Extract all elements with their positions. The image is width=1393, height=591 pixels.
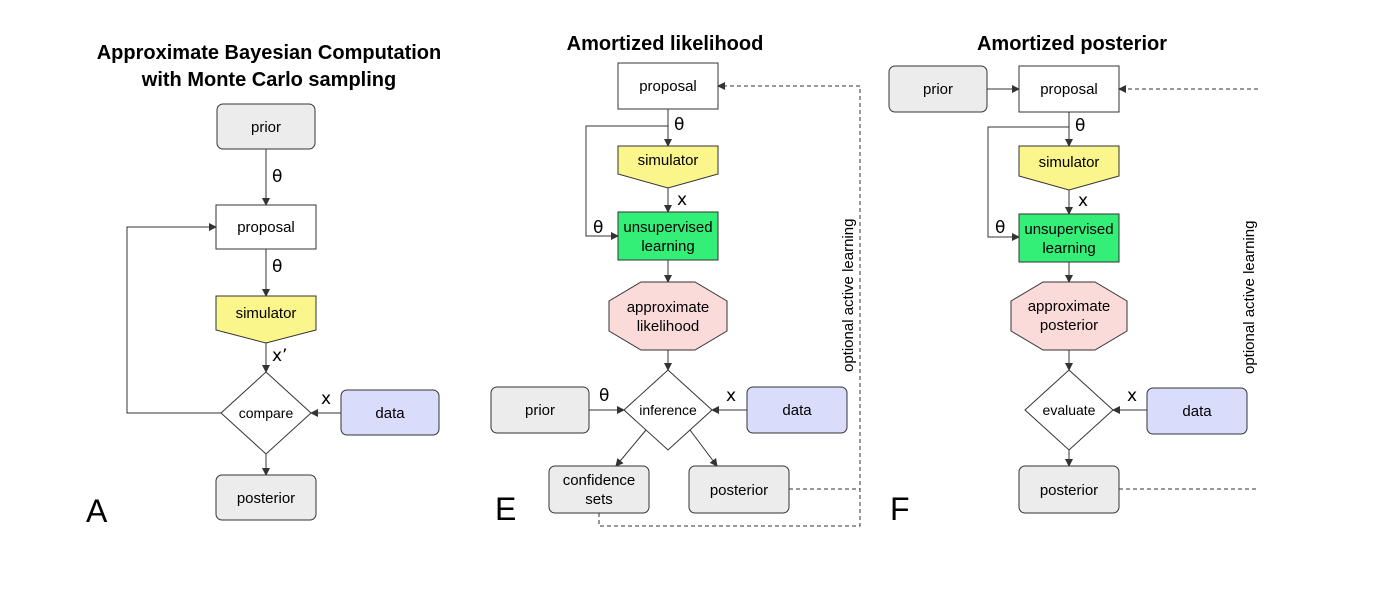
panel-e-letter: E xyxy=(495,491,516,527)
panel-f-simulator-shape xyxy=(1018,145,1120,191)
panel-e-approx-line1: approximate xyxy=(627,299,710,316)
panel-e-active-learning-label: optional active learning xyxy=(840,219,857,372)
panel-a-proposal-label: proposal xyxy=(237,219,295,236)
panel-e: Amortized likelihood proposal θ θ simula… xyxy=(490,33,861,527)
panel-e-title: Amortized likelihood xyxy=(567,33,764,55)
panel-e-confidence-line1: confidence xyxy=(563,472,636,489)
panel-f: Amortized posterior prior proposal θ θ s… xyxy=(888,33,1258,527)
panel-f-data-box xyxy=(1146,387,1248,435)
panel-f-learning-line2: learning xyxy=(1042,240,1095,257)
panel-f-data-label: data xyxy=(1182,403,1212,420)
panel-a-posterior-box xyxy=(215,474,317,521)
panel-a-proposal-box xyxy=(215,204,317,250)
panel-e-simulator-shape xyxy=(617,145,719,189)
panel-a-simulator-label: simulator xyxy=(236,305,297,322)
panel-f-simulator-label: simulator xyxy=(1039,154,1100,171)
panel-e-proposal-label: proposal xyxy=(639,78,697,95)
panel-e-simulator-label: simulator xyxy=(638,152,699,169)
panel-a-edge-xprime: x’ xyxy=(272,346,287,366)
panel-f-posterior-label: posterior xyxy=(1040,482,1098,499)
panel-f-prior-label: prior xyxy=(923,81,953,98)
panel-e-learning-line1: unsupervised xyxy=(623,219,712,236)
panel-e-edge-theta-loop-label: θ xyxy=(593,218,603,238)
panel-e-approx-octagon xyxy=(608,281,728,351)
panel-e-prior-label: prior xyxy=(525,402,555,419)
panel-a-compare-label: compare xyxy=(239,405,294,421)
panel-e-edge-theta-prior: θ xyxy=(599,386,609,406)
panel-a-edge-theta-2: θ xyxy=(272,257,282,277)
panel-a-simulator-shape xyxy=(215,295,317,344)
panel-e-edge-x-sim: x xyxy=(677,190,687,210)
panel-e-edge-x-data: x xyxy=(726,386,736,406)
panel-e-learning-line2: learning xyxy=(641,238,694,255)
panel-a-title-line2: with Monte Carlo sampling xyxy=(141,69,396,91)
panel-e-approx-line2: likelihood xyxy=(637,318,700,335)
panel-a-edge-loop xyxy=(126,223,221,414)
panel-f-learning-line1: unsupervised xyxy=(1024,221,1113,238)
panel-e-edge-inference-posterior xyxy=(689,429,718,467)
panel-e-edge-theta-top: θ xyxy=(674,115,684,135)
panel-e-edge-inference-confidence xyxy=(615,429,647,467)
panel-f-evaluate-label: evaluate xyxy=(1043,402,1096,418)
panel-a-edge-x: x xyxy=(321,389,331,409)
panel-f-active-learning-label: optional active learning xyxy=(1241,221,1258,374)
panel-a-edge-theta-1: θ xyxy=(272,167,282,187)
panel-e-active-dash-loop xyxy=(598,82,861,527)
panel-f-edge-theta-loop xyxy=(987,126,1069,241)
panel-e-proposal-box xyxy=(617,62,719,110)
panel-e-data-label: data xyxy=(782,402,812,419)
panel-e-inference-label: inference xyxy=(639,402,697,418)
panel-e-edge-theta-loop xyxy=(585,125,668,240)
panel-f-edge-x-data: x xyxy=(1127,386,1137,406)
panel-f-approx-line1: approximate xyxy=(1028,298,1111,315)
panel-e-posterior-label: posterior xyxy=(710,482,768,499)
panel-f-title: Amortized posterior xyxy=(977,33,1167,55)
panel-a-title-line1: Approximate Bayesian Computation xyxy=(97,42,442,64)
panel-f-approx-octagon xyxy=(1010,281,1128,351)
panel-a-prior-label: prior xyxy=(251,119,281,136)
panel-f-proposal-label: proposal xyxy=(1040,81,1098,98)
panel-a: Approximate Bayesian Computation with Mo… xyxy=(86,42,441,529)
panel-a-data-label: data xyxy=(375,405,405,422)
panel-f-edge-theta-top: θ xyxy=(1075,116,1085,136)
panel-f-proposal-box xyxy=(1018,65,1120,113)
panel-e-confidence-line2: sets xyxy=(585,491,613,508)
panel-f-letter: F xyxy=(890,491,910,527)
panel-f-edge-theta-loop-label: θ xyxy=(995,218,1005,238)
panel-f-approx-line2: posterior xyxy=(1040,317,1098,334)
panel-a-posterior-label: posterior xyxy=(237,490,295,507)
panel-f-edge-x-sim: x xyxy=(1078,191,1088,211)
panel-a-letter: A xyxy=(86,493,108,529)
